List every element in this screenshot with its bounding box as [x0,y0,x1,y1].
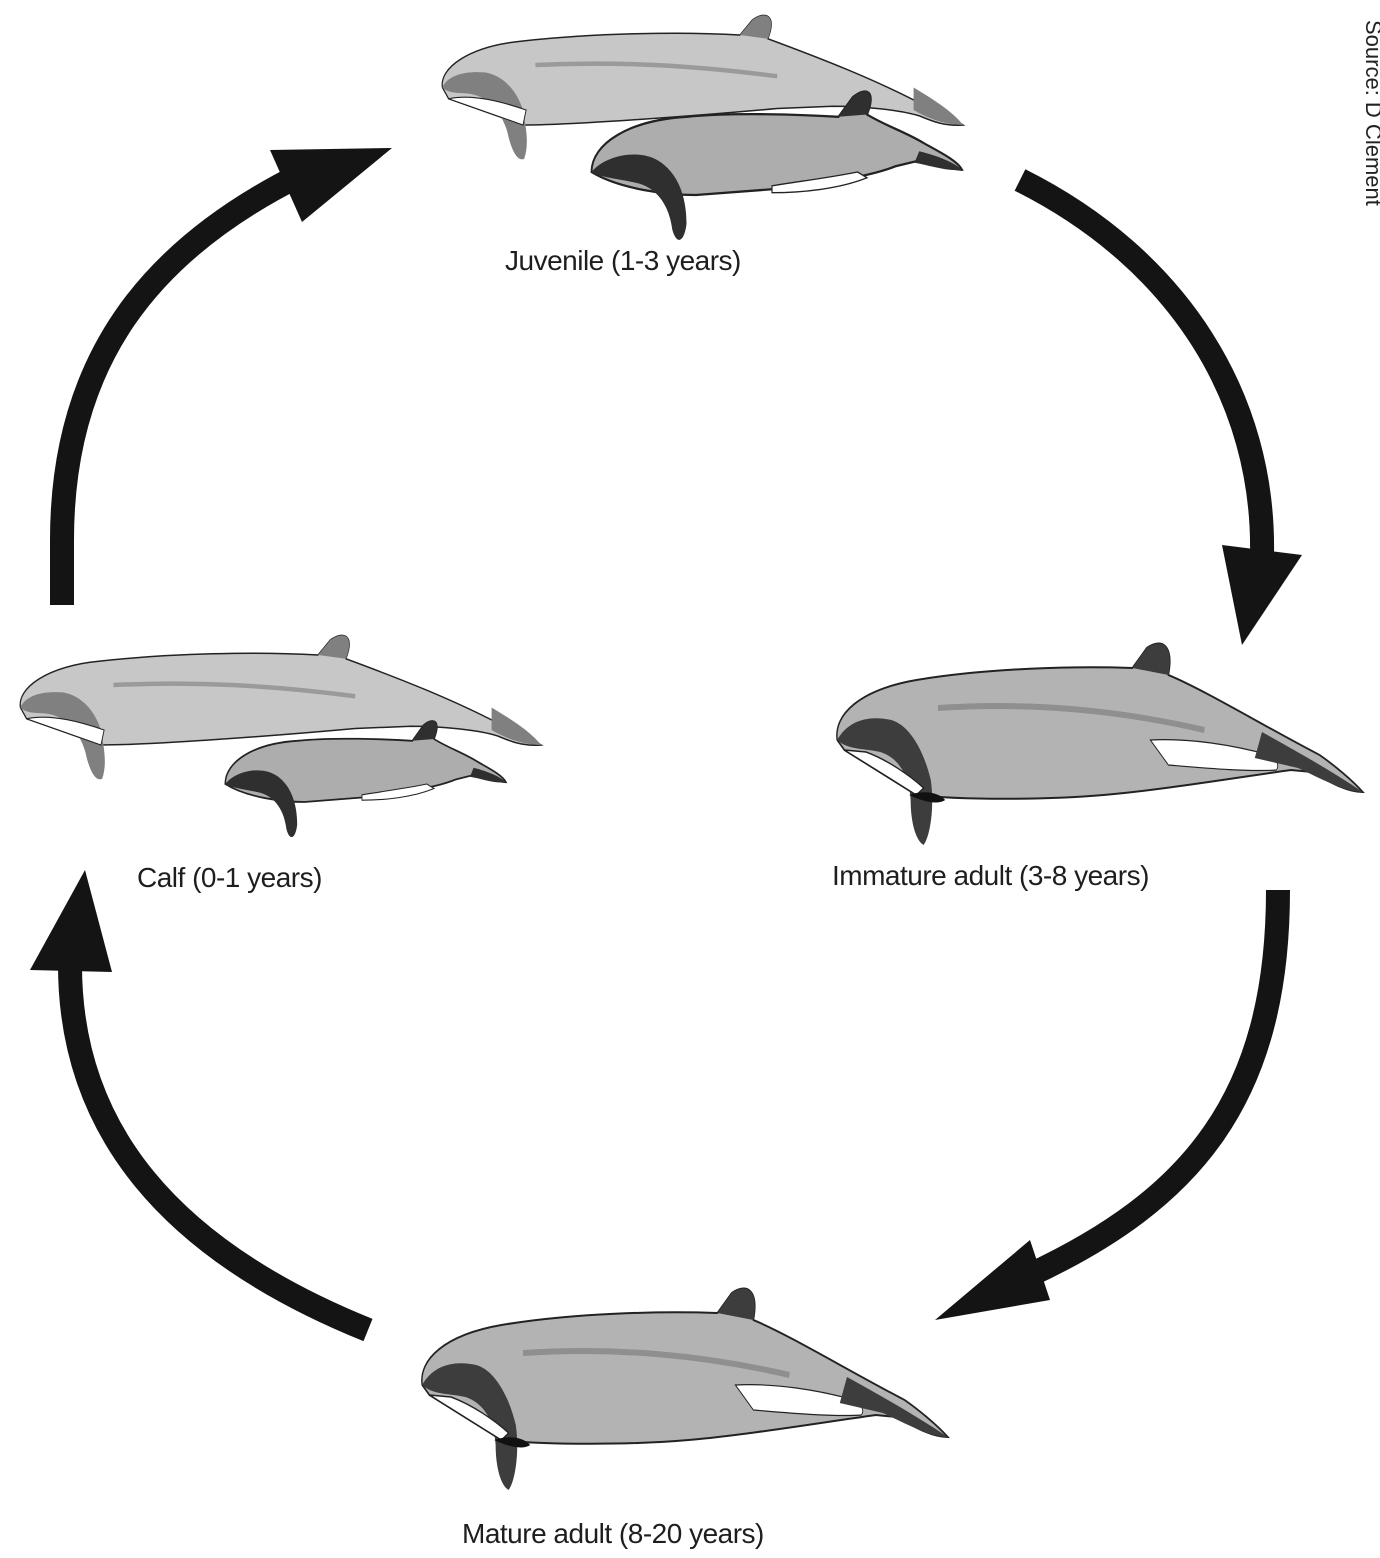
arrow-juvenile-to-immature [1020,180,1262,555]
arrow-head-top [270,148,392,222]
calf-illustration [20,635,541,837]
arrow-mature-to-calf [70,965,368,1330]
mature-adult-label: Mature adult (8-20 years) [462,1518,764,1550]
juvenile-illustration [442,15,963,240]
arrow-calf-to-juvenile [62,175,300,605]
arrow-immature-to-mature [1030,890,1278,1275]
immature-adult-label: Immature adult (3-8 years) [832,860,1149,892]
calf-label: Calf (0-1 years) [137,862,322,894]
arrow-head-left [30,870,112,972]
arrow-head-right [1222,545,1302,645]
mature-adult-illustration [422,1289,948,1490]
arrow-head-bottom [935,1240,1050,1320]
juvenile-label: Juvenile (1-3 years) [505,245,741,277]
source-credit: Source: D Clement [1360,20,1380,206]
immature-adult-illustration [837,644,1363,845]
